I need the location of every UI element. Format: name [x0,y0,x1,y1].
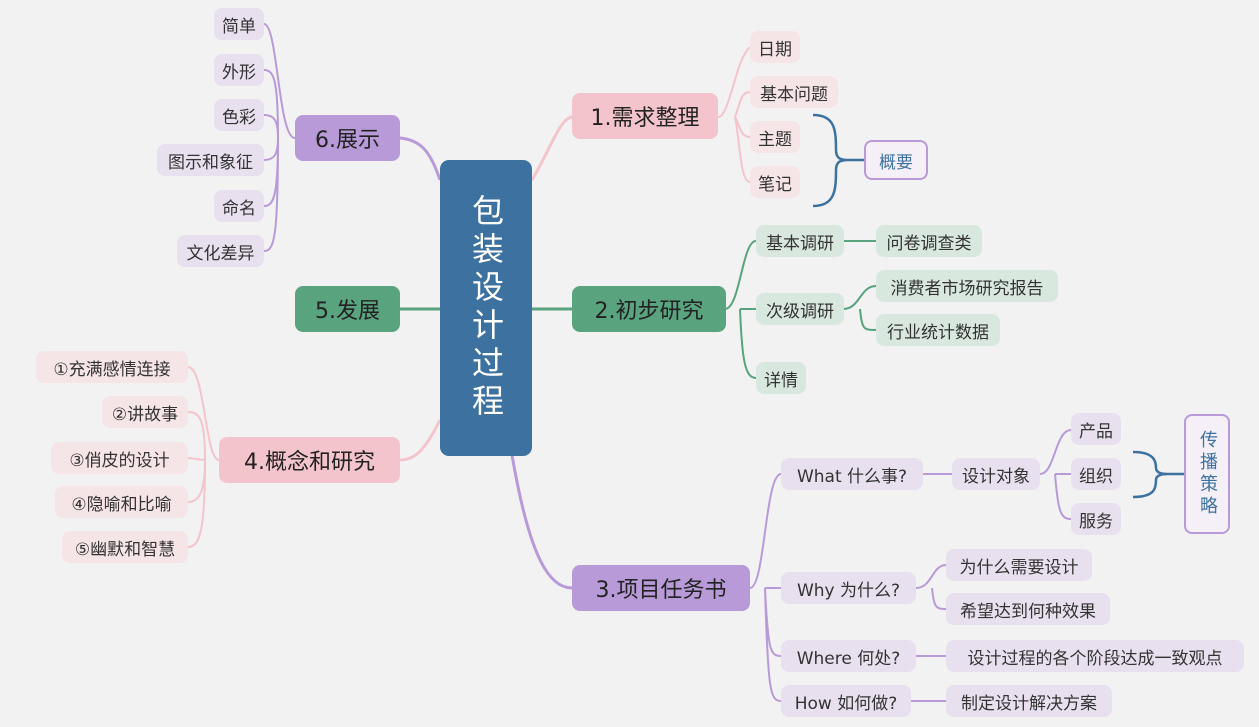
research-basic[interactable]: 基本调研 [756,225,844,257]
brief-why-need-design[interactable]: 为什么需要设计 [946,549,1092,581]
concept-item-metaphor[interactable]: ④隐喻和比喻 [55,486,188,518]
branch-display[interactable]: 6.展示 [295,115,400,161]
research-secondary-industry-stats[interactable]: 行业统计数据 [876,314,1000,346]
summary-communication-strategy[interactable]: 传播策略 [1184,414,1230,534]
concept-item-emotional-connection[interactable]: ①充满感情连接 [36,351,188,383]
brief-what-product[interactable]: 产品 [1071,413,1121,445]
branch-development[interactable]: 5.发展 [295,286,400,332]
concept-item-storytelling[interactable]: ②讲故事 [102,396,188,428]
branch-research[interactable]: 2.初步研究 [572,286,726,332]
brief-where[interactable]: Where 何处? [781,640,916,672]
display-item-cultural-difference[interactable]: 文化差异 [177,235,264,267]
research-secondary[interactable]: 次级调研 [756,293,844,325]
brief-what[interactable]: What 什么事? [781,458,923,490]
center-topic[interactable]: 包装设计过程 [440,160,532,456]
brief-why[interactable]: Why 为什么? [781,572,916,604]
requirements-item-date[interactable]: 日期 [750,31,800,63]
brief-what-service[interactable]: 服务 [1071,503,1121,535]
display-item-shape[interactable]: 外形 [214,54,264,86]
brief-what-organization[interactable]: 组织 [1071,458,1121,490]
brief-where-consensus[interactable]: 设计过程的各个阶段达成一致观点 [946,640,1244,672]
requirements-item-basic-questions[interactable]: 基本问题 [750,76,838,108]
display-item-color[interactable]: 色彩 [214,99,264,131]
branch-brief[interactable]: 3.项目任务书 [572,565,750,611]
branch-requirements[interactable]: 1.需求整理 [572,93,718,139]
branch-concept[interactable]: 4.概念和研究 [219,437,400,483]
concept-item-humor[interactable]: ⑤幽默和智慧 [62,531,188,563]
summary-overview[interactable]: 概要 [864,140,928,180]
brief-how[interactable]: How 如何做? [781,685,911,717]
brief-what-design-object[interactable]: 设计对象 [952,458,1040,490]
display-item-icons-symbols[interactable]: 图示和象征 [157,144,264,176]
research-basic-questionnaire[interactable]: 问卷调查类 [876,225,982,257]
brief-why-desired-effect[interactable]: 希望达到何种效果 [946,593,1110,625]
display-item-naming[interactable]: 命名 [214,190,264,222]
research-details[interactable]: 详情 [756,362,806,394]
brief-how-solution[interactable]: 制定设计解决方案 [946,685,1112,717]
display-item-simple[interactable]: 简单 [214,8,264,40]
concept-item-playful-design[interactable]: ③俏皮的设计 [51,442,188,474]
research-secondary-market-report[interactable]: 消费者市场研究报告 [876,270,1058,302]
requirements-item-notes[interactable]: 笔记 [750,166,800,198]
requirements-item-theme[interactable]: 主题 [750,121,800,153]
